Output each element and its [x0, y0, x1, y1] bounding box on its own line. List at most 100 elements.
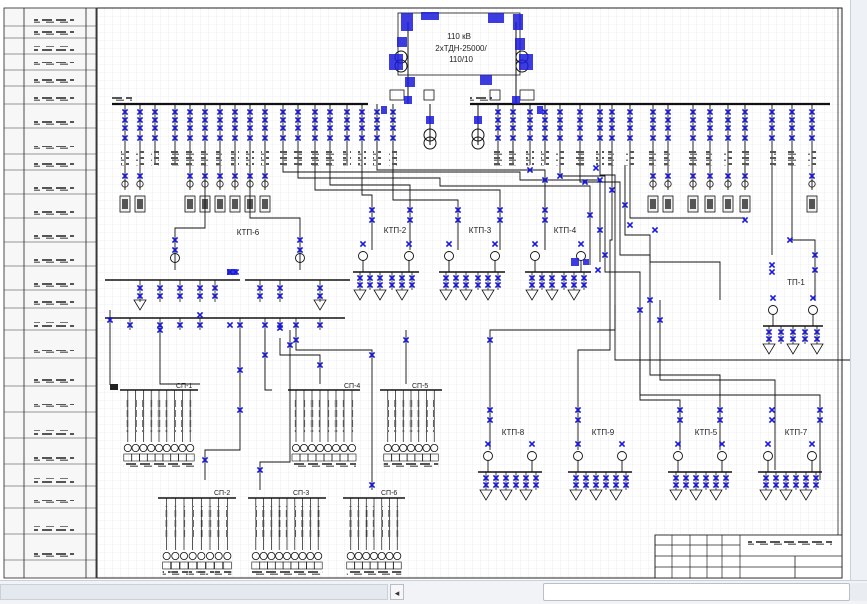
breaker-symbol	[408, 274, 416, 282]
breaker-symbol	[171, 116, 179, 124]
scroll-left-button[interactable]: ◂	[390, 584, 404, 600]
breaker-symbol	[286, 341, 294, 349]
breaker-symbol	[343, 116, 351, 124]
breaker-symbol	[802, 481, 810, 489]
cable	[282, 165, 601, 262]
breaker-symbol	[811, 266, 819, 274]
breaker-symbol	[777, 328, 785, 336]
breaker-symbol	[782, 481, 790, 489]
breaker-symbol	[608, 124, 616, 132]
breaker-symbol	[389, 108, 397, 116]
sp-board	[248, 497, 326, 575]
breaker-symbol	[462, 281, 470, 289]
motor-unit	[229, 180, 241, 213]
breaker-symbol	[716, 416, 724, 424]
feeder	[608, 104, 616, 166]
breaker-cluster	[397, 37, 407, 47]
breaker-symbol	[768, 134, 776, 142]
breaker-cluster	[537, 106, 543, 114]
breaker-symbol	[782, 474, 790, 482]
breaker-symbol	[294, 116, 302, 124]
breaker-symbol	[531, 240, 539, 248]
ktp9-label: КТП-9	[592, 428, 615, 437]
breaker-symbol	[156, 284, 164, 292]
feeder	[326, 104, 334, 166]
sp1-label: СП-1	[176, 383, 192, 390]
cable	[629, 165, 745, 219]
breaker-symbol	[526, 124, 534, 132]
breaker-symbol	[171, 124, 179, 132]
cable	[259, 330, 291, 490]
breaker-symbol	[682, 474, 690, 482]
breaker-symbol	[612, 481, 620, 489]
horizontal-scroll-thumb[interactable]	[543, 583, 850, 601]
breaker-symbol	[724, 116, 732, 124]
breaker-symbol	[768, 268, 776, 276]
cable	[174, 165, 206, 258]
ktp7-label: КТП-7	[785, 428, 808, 437]
breaker-symbol	[556, 124, 564, 132]
motor-unit	[806, 180, 818, 213]
breaker-symbol	[741, 116, 749, 124]
breaker-symbol	[201, 172, 209, 180]
breaker-symbol	[672, 474, 680, 482]
motor-unit	[687, 180, 699, 213]
breaker-symbol	[151, 124, 159, 132]
breaker-symbol	[541, 134, 549, 142]
breaker-symbol	[231, 134, 239, 142]
breaker-symbol	[454, 206, 462, 214]
breaker-symbol	[359, 240, 367, 248]
breaker-symbol	[792, 474, 800, 482]
breaker-cluster	[227, 269, 237, 275]
breaker-symbol	[216, 134, 224, 142]
breaker-symbol	[602, 481, 610, 489]
substation-110kv: 110 кВ 2хТДН-25000/ 110/10	[389, 12, 535, 150]
breaker-symbol	[548, 281, 556, 289]
breaker-symbol	[326, 124, 334, 132]
breaker-symbol	[601, 251, 609, 259]
breaker-symbol	[621, 201, 629, 209]
breaker-symbol	[279, 116, 287, 124]
breaker-symbol	[702, 474, 710, 482]
tp1-label: ТП-1	[787, 278, 805, 287]
breaker-symbol	[236, 406, 244, 414]
breaker-symbol	[596, 134, 604, 142]
breaker-symbol	[398, 274, 406, 282]
breaker-symbol	[261, 134, 269, 142]
feeder	[494, 104, 502, 166]
breaker-symbol	[389, 124, 397, 132]
breaker-symbol	[772, 474, 780, 482]
vertical-scrollbar[interactable]	[850, 0, 867, 580]
breaker-symbol	[692, 481, 700, 489]
ktp5-label: КТП-5	[695, 428, 718, 437]
cable	[392, 165, 459, 250]
breaker-symbol	[656, 316, 664, 324]
breaker-symbol	[462, 274, 470, 282]
breaker-symbol	[592, 164, 600, 172]
breaker-symbol	[358, 134, 366, 142]
sheet-tab-strip[interactable]	[0, 584, 388, 600]
breaker-symbol	[502, 481, 510, 489]
breaker-symbol	[196, 284, 204, 292]
breaker-symbol	[574, 416, 582, 424]
ktp4-label: КТП-4	[554, 226, 577, 235]
breaker-symbol	[171, 134, 179, 142]
breaker-symbol	[581, 178, 589, 186]
breaker-symbol	[768, 416, 776, 424]
cable	[264, 330, 272, 391]
breaker-symbol	[201, 134, 209, 142]
breaker-symbol	[486, 336, 494, 344]
sp-board	[120, 389, 198, 467]
breaker-cluster	[405, 77, 415, 87]
breaker-symbol	[548, 274, 556, 282]
breaker-symbol	[706, 116, 714, 124]
breaker-symbol	[512, 481, 520, 489]
breaker-symbol	[376, 281, 384, 289]
breaker-symbol	[136, 172, 144, 180]
breaker-symbol	[526, 116, 534, 124]
breaker-symbol	[494, 281, 502, 289]
cable	[659, 300, 776, 470]
breaker-symbol	[592, 481, 600, 489]
breaker-symbol	[494, 108, 502, 116]
breaker-symbol	[718, 440, 726, 448]
